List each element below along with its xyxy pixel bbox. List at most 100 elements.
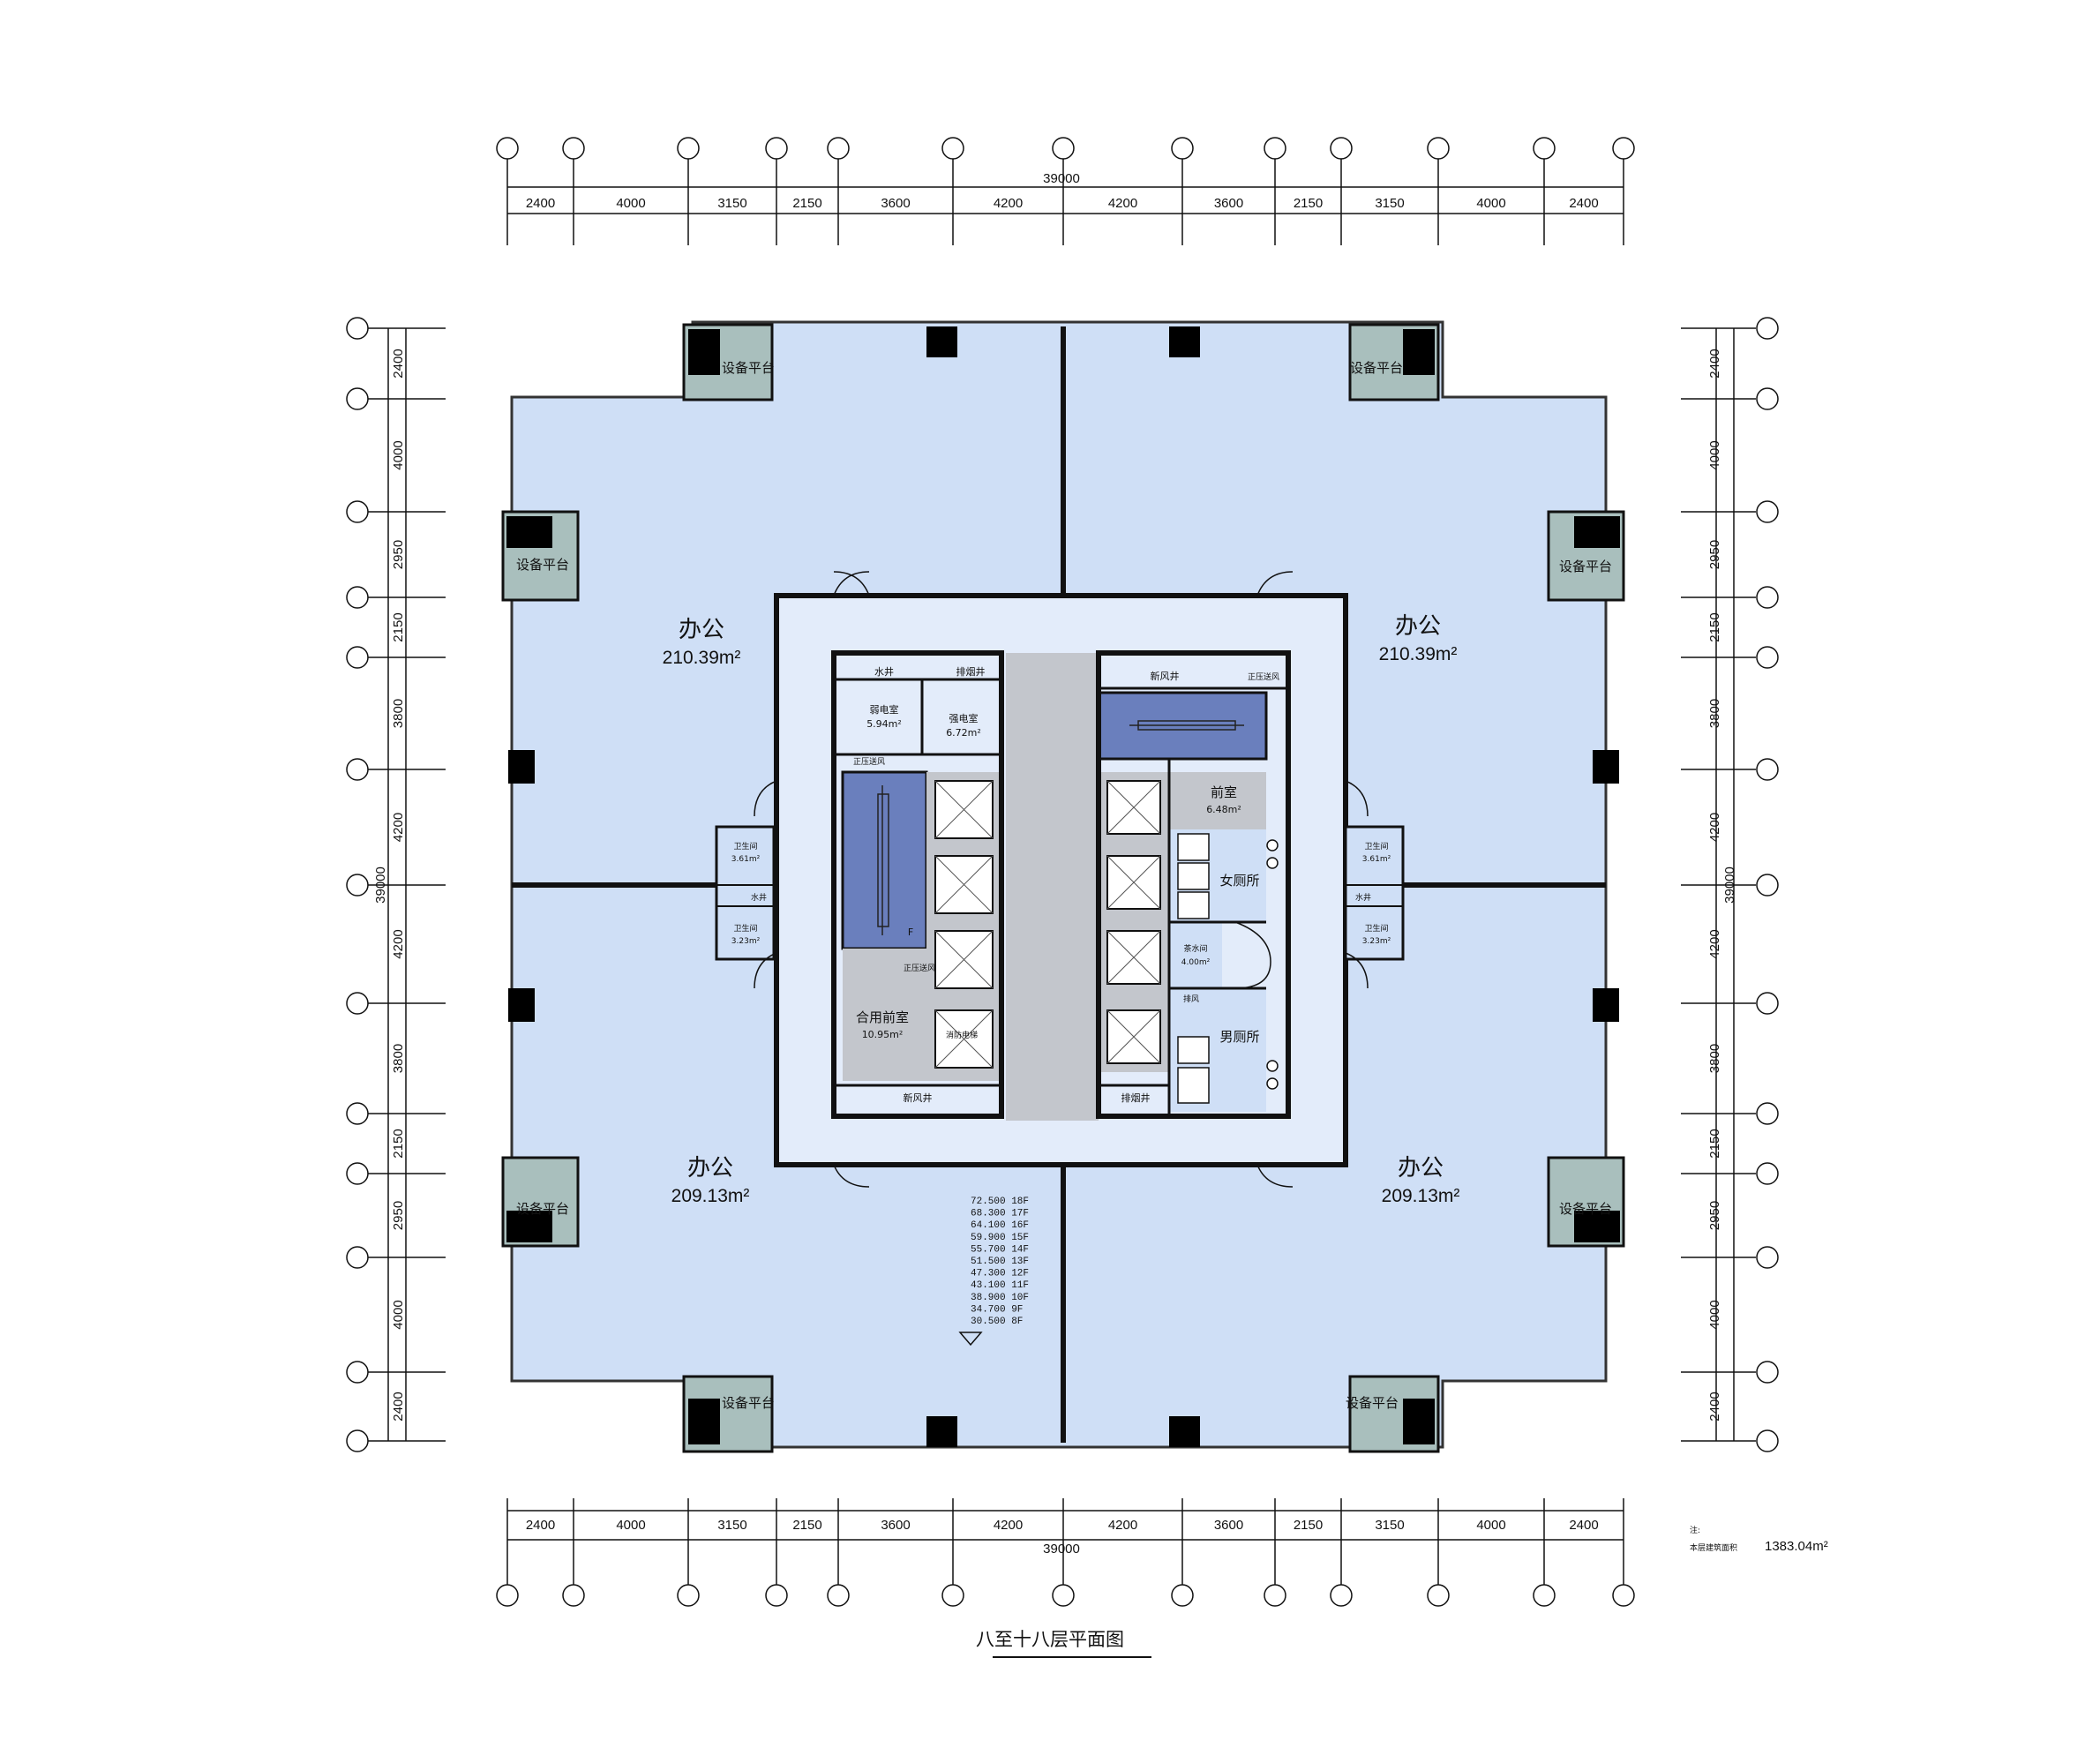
grid-bubble <box>496 1584 519 1607</box>
office-name: 办公 <box>1398 1155 1444 1182</box>
grid-bubble <box>1171 137 1194 160</box>
door-swing <box>833 571 870 596</box>
grid-bubble <box>1756 500 1779 523</box>
grid-bubble <box>941 1584 964 1607</box>
column <box>506 516 552 548</box>
dimension-label: 3600 <box>1214 196 1243 211</box>
floor-level-entry: 72.500 18F <box>971 1197 1029 1207</box>
toilet-stall <box>1177 1067 1210 1104</box>
dimension-label: 4200 <box>391 813 406 842</box>
side-wc-area: 3.23m² <box>731 937 761 946</box>
grid-bubble <box>562 1584 585 1607</box>
dimension-label: 3800 <box>1707 699 1722 728</box>
toilet-stall <box>1177 833 1210 861</box>
grid-bubble <box>1612 1584 1635 1607</box>
tea-room <box>1169 922 1222 988</box>
platform-label: 设备平台 <box>516 557 569 573</box>
column <box>1593 750 1619 784</box>
side-wc-label: 卫生间 <box>733 841 757 851</box>
toilet-stall <box>1177 891 1210 919</box>
grid-bubble <box>1756 317 1779 340</box>
fire-elevator-label: 消防电梯 <box>946 1030 978 1040</box>
dimension-label: 4000 <box>391 1300 406 1329</box>
grid-bubble <box>346 317 369 340</box>
total-dimension-left: 39000 <box>373 866 388 904</box>
water-shaft-label: 水井 <box>874 665 894 678</box>
grid-bubble <box>1264 137 1286 160</box>
grid-bubble <box>1756 1361 1779 1384</box>
grid-bubble <box>941 137 964 160</box>
office-name: 办公 <box>1395 613 1441 640</box>
grid-bubble <box>1052 1584 1075 1607</box>
floor-level-entry: 30.500 8F <box>971 1317 1023 1327</box>
dimension-label: 4200 <box>1108 196 1137 211</box>
grid-bubble <box>1756 1162 1779 1185</box>
floor-level-entry: 47.300 12F <box>971 1269 1029 1279</box>
platform-label: 设备平台 <box>1559 559 1612 574</box>
side-restroom-left <box>715 825 776 961</box>
floor-level-entry: 38.900 10F <box>971 1293 1029 1303</box>
front-room <box>1169 772 1266 829</box>
dimension-label: 3600 <box>1214 1518 1243 1533</box>
office-area: 210.39m² <box>663 648 741 668</box>
grid-bubble <box>1756 874 1779 897</box>
tea-room-area: 4.00m² <box>1181 958 1211 967</box>
dimension-label: 2950 <box>1707 540 1722 569</box>
shared-lobby-label: 合用前室 <box>856 1009 909 1025</box>
dimension-label: 4000 <box>391 440 406 469</box>
platform-label: 设备平台 <box>1559 1201 1612 1217</box>
side-wc-area: 3.61m² <box>731 855 761 864</box>
grid-bubble <box>1533 137 1556 160</box>
platform-label: 设备平台 <box>1346 1395 1399 1411</box>
grid-bubble <box>827 137 850 160</box>
floor-level-entry: 43.100 11F <box>971 1280 1029 1291</box>
level-marker-arrow <box>958 1332 983 1347</box>
platform-label: 设备平台 <box>722 360 775 376</box>
grid-bubble <box>1756 586 1779 609</box>
pressure-label: 正压送风 <box>853 756 885 767</box>
grid-bubble <box>1756 387 1779 410</box>
stair-left <box>841 770 928 950</box>
dimension-line-right: 2400400029502150380042004200380021502950… <box>1681 317 1779 1452</box>
dimension-label: 4200 <box>994 196 1023 211</box>
womens-restroom-label: 女厕所 <box>1219 873 1259 889</box>
column <box>926 326 957 357</box>
grid-bubble <box>1330 137 1353 160</box>
dimension-label: 4000 <box>1707 1300 1722 1329</box>
grid-bubble <box>1427 137 1450 160</box>
dimension-label: 2150 <box>1294 196 1323 211</box>
dimension-label: 3150 <box>1375 1518 1404 1533</box>
column <box>1403 1399 1435 1444</box>
dimension-label: 3800 <box>1707 1044 1722 1073</box>
grid-bubble <box>346 992 369 1015</box>
grid-bubble <box>827 1584 850 1607</box>
grid-bubble <box>346 646 369 669</box>
exhaust-label: 排风 <box>1183 994 1199 1004</box>
grid-bubble <box>496 137 519 160</box>
door-swing <box>1256 571 1294 596</box>
side-wc-label: 卫生间 <box>733 923 757 934</box>
door-swing <box>754 780 777 817</box>
column <box>688 329 720 375</box>
grid-bubble <box>346 1162 369 1185</box>
door-swing <box>1234 921 1271 989</box>
stair-treads <box>877 720 1244 935</box>
side-wc-label: 卫生间 <box>1364 841 1388 851</box>
grid-bubble <box>1052 137 1075 160</box>
grid-bubble <box>1756 646 1779 669</box>
grid-bubble <box>346 1246 369 1269</box>
column <box>1403 329 1435 375</box>
dimension-label: 2400 <box>391 1392 406 1421</box>
grid-bubble <box>1756 758 1779 781</box>
door-swing <box>833 1164 870 1188</box>
column <box>508 750 535 784</box>
side-restroom-right <box>1344 825 1405 961</box>
dimension-label: 4000 <box>1476 1518 1505 1533</box>
core-lobby <box>1006 653 1099 1121</box>
platform-label: 设备平台 <box>1350 360 1403 376</box>
column <box>1169 1416 1200 1447</box>
toilet-stall <box>1177 862 1210 890</box>
dimension-label: 2150 <box>1707 1129 1722 1158</box>
